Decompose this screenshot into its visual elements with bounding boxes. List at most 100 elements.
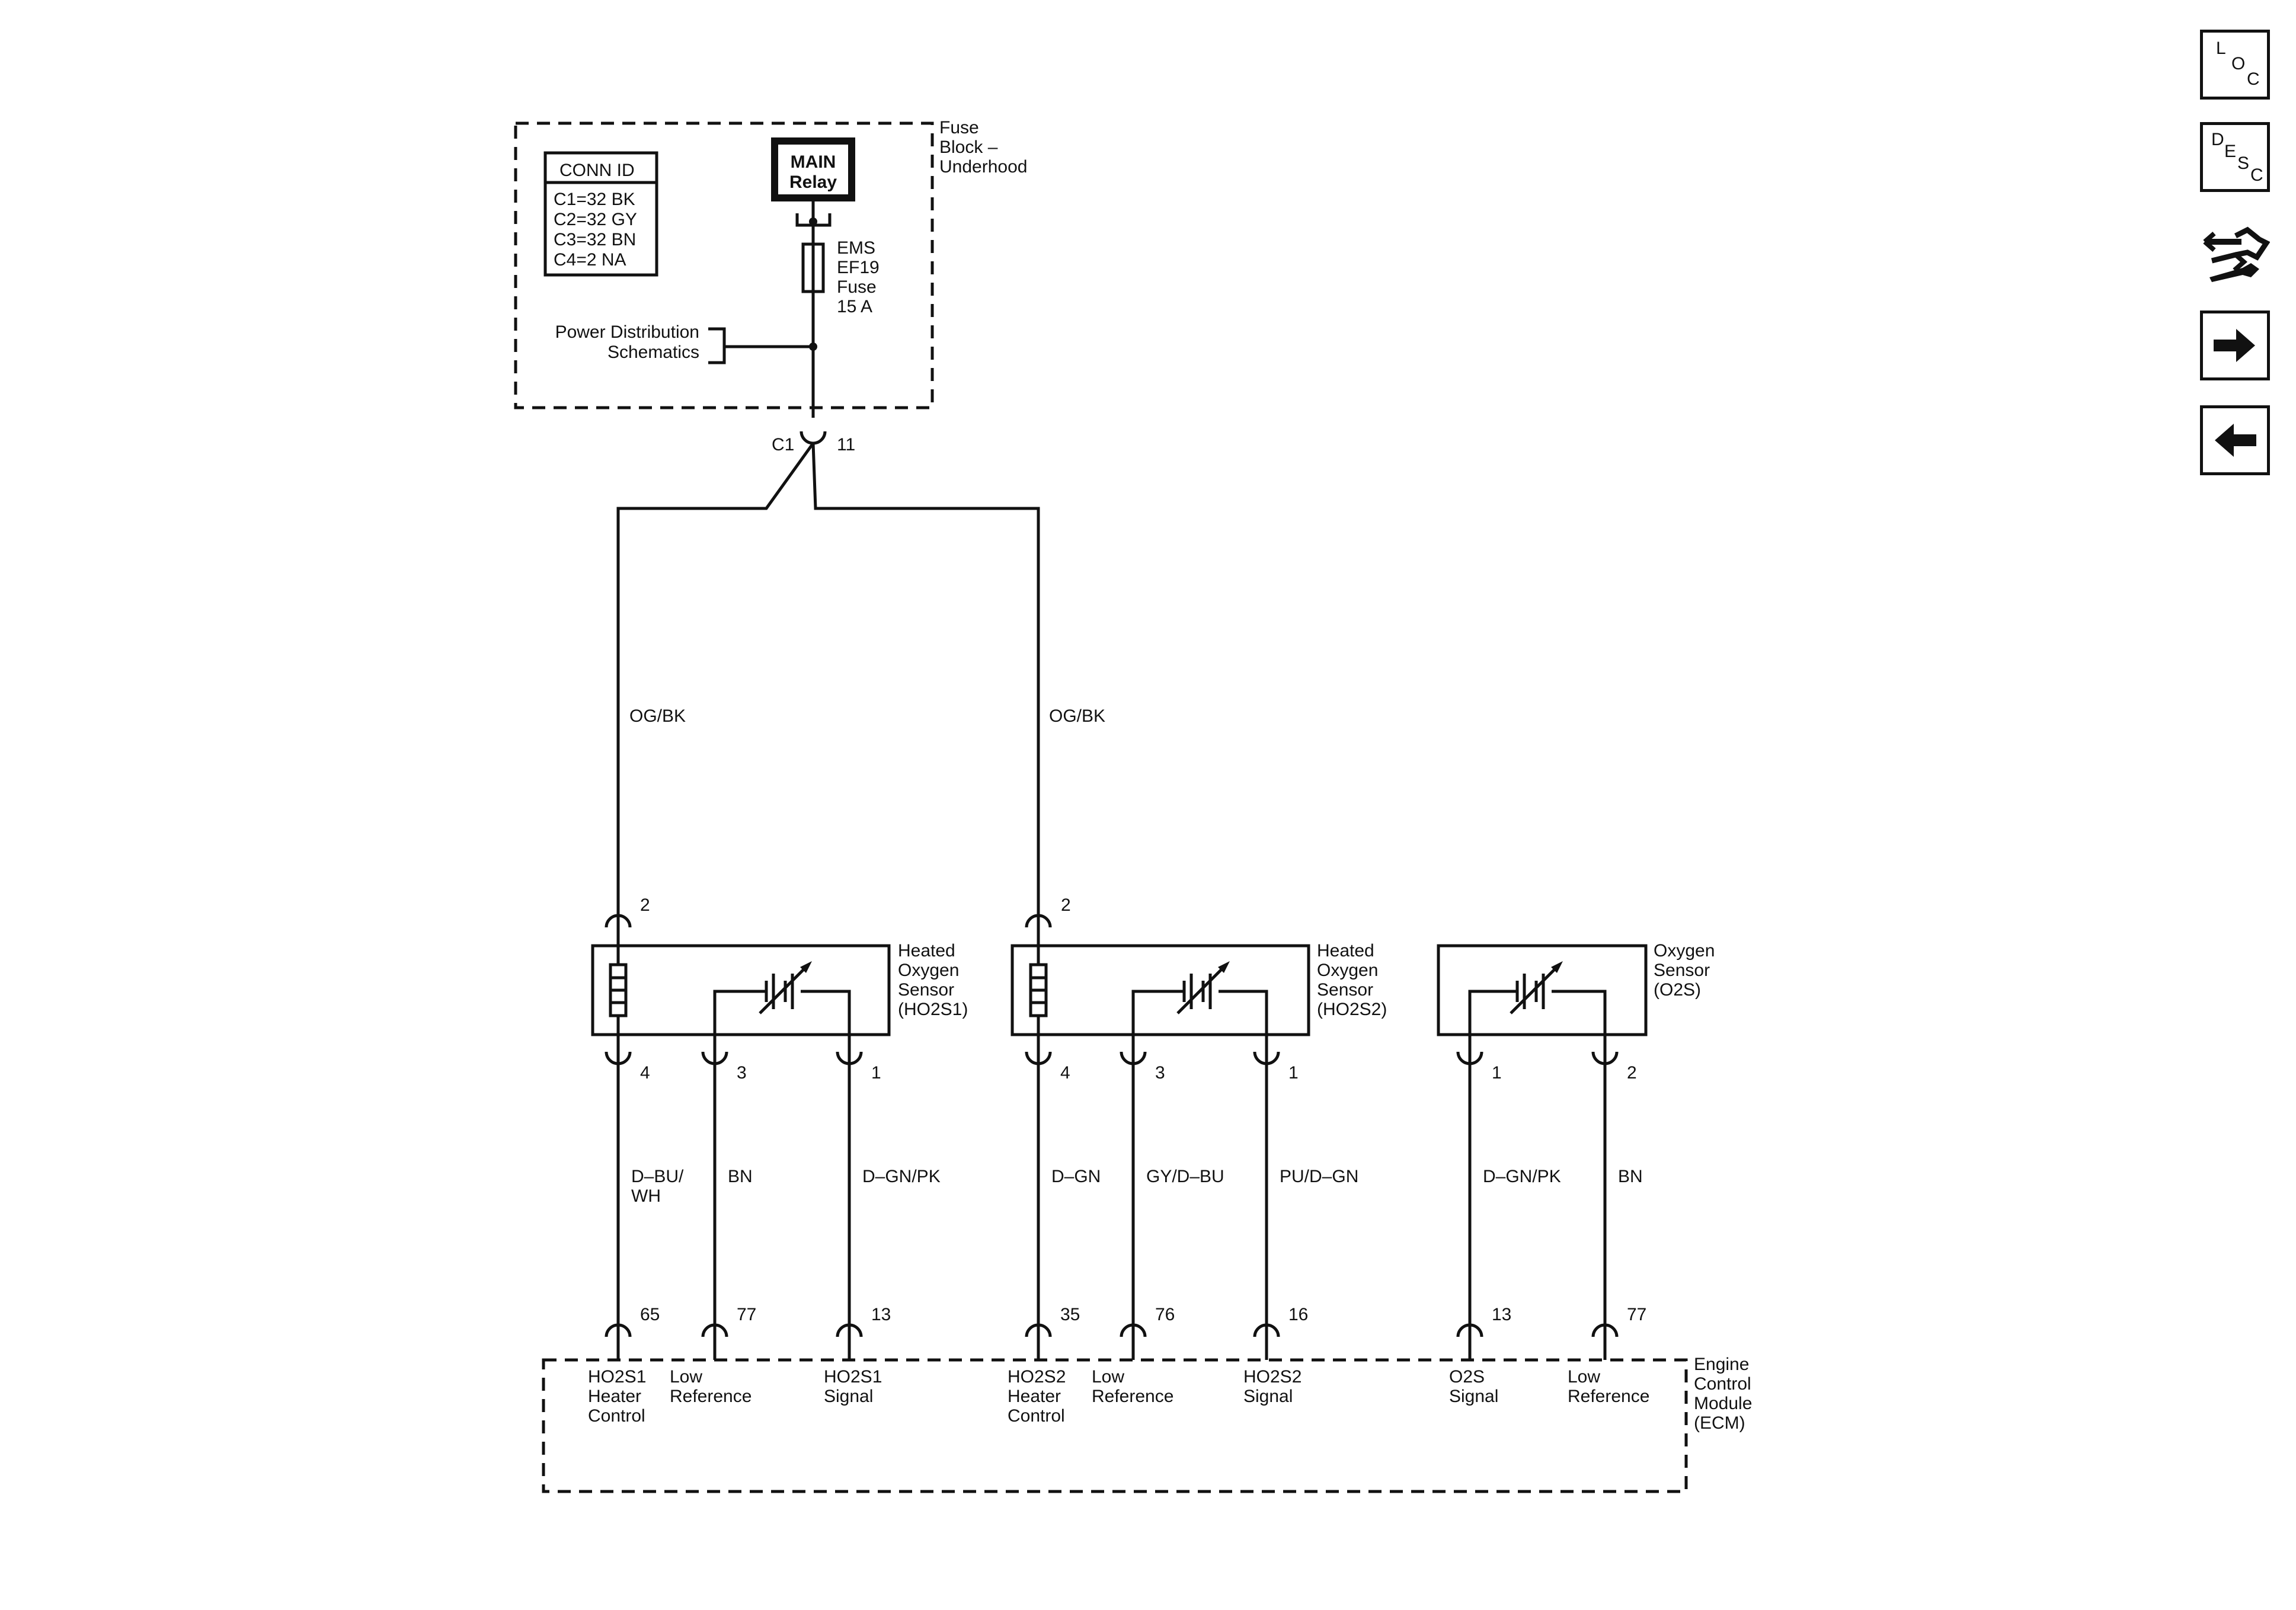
ecm-connector — [1456, 1323, 1483, 1337]
ecm-connector — [836, 1323, 863, 1337]
cell-wire — [1468, 990, 1517, 1035]
back-button[interactable] — [2200, 405, 2270, 475]
feed-wire-color: OG/BK — [1049, 706, 1105, 726]
wire-color: D–GN — [1051, 1167, 1101, 1186]
location-button[interactable]: L O C — [2200, 30, 2270, 100]
fuse-block-outline — [514, 121, 934, 409]
ecm-pin-label: Low — [1092, 1367, 1124, 1387]
sensor-top-pin: 2 — [1061, 895, 1071, 915]
conn-id-title: CONN ID — [559, 161, 635, 180]
sensor-connector — [1120, 1051, 1147, 1065]
ecm-label-4: (ECM) — [1694, 1413, 1745, 1433]
ecm-pin-label: Control — [588, 1406, 645, 1426]
cell-wire — [801, 990, 851, 1035]
ecm-pin-label: Reference — [1568, 1387, 1649, 1406]
variable-arrow-head — [1551, 961, 1563, 973]
ecm-pin-number: 35 — [1060, 1305, 1080, 1324]
fuse-label-3: Fuse — [837, 277, 877, 297]
ecm-pin-number: 65 — [640, 1305, 660, 1324]
sensor-body — [1011, 944, 1310, 1036]
ecm-label-3: Module — [1694, 1394, 1752, 1413]
wire-color: D–GN/PK — [862, 1167, 941, 1186]
next-button[interactable] — [2200, 311, 2270, 380]
c1-pin: 11 — [837, 435, 855, 454]
ecm-pin-number: 13 — [1492, 1305, 1511, 1324]
ecm-pin-label: Control — [1008, 1406, 1065, 1426]
ecm-pin-label: Heater — [588, 1387, 641, 1406]
sensor-pin-number: 4 — [1060, 1063, 1070, 1083]
cell-wire — [1219, 990, 1268, 1035]
ecm-outline — [542, 1358, 1688, 1493]
ecm-pin-label: Signal — [1243, 1387, 1293, 1406]
sensor-connector — [836, 1051, 863, 1065]
ecm-connector — [1120, 1323, 1147, 1337]
sensor-connector — [701, 1051, 728, 1065]
wire-color: BN — [728, 1167, 753, 1186]
conn-id-body-box — [543, 181, 658, 277]
main-relay: MAIN Relay — [771, 137, 855, 201]
c1-connector — [800, 431, 827, 445]
sensor-pin-number: 1 — [1492, 1063, 1502, 1083]
main-relay-label-1: MAIN — [791, 152, 836, 172]
cell-wire — [713, 990, 766, 1035]
variable-arrow-head — [800, 961, 812, 973]
ecm-pin-label: Heater — [1008, 1387, 1061, 1406]
ecm-pin-number: 77 — [737, 1305, 756, 1324]
loc-glyph: C — [2247, 69, 2260, 89]
power-dist-bracket — [708, 327, 726, 364]
variable-arrow — [759, 965, 808, 1014]
ecm-pin-label: O2S — [1449, 1367, 1485, 1387]
ecm-pin-label: Reference — [670, 1387, 752, 1406]
loc-glyph: O — [2231, 54, 2246, 73]
sensor-connector — [1025, 1051, 1052, 1065]
sensor-connector — [1456, 1051, 1483, 1065]
sensor-ho2s1: 2 Heated Oxygen Sensor (HO2S1) — [591, 895, 968, 1036]
sensor-pin-number: 1 — [871, 1063, 881, 1083]
sensor-top-pin: 2 — [640, 895, 650, 915]
fuse-block-label-3: Underhood — [939, 157, 1027, 177]
sensor-pin-number: 2 — [1627, 1063, 1637, 1083]
wrench-arrows-icon — [2203, 226, 2270, 282]
fuse-label-2: EF19 — [837, 258, 880, 277]
ecm-pin-number: 76 — [1155, 1305, 1175, 1324]
ecm-connector — [1025, 1323, 1052, 1337]
wire-color: GY/D–BU — [1146, 1167, 1224, 1186]
ecm-pin-label: HO2S1 — [588, 1367, 646, 1387]
sensor-o2s: Oxygen Sensor (O2S) — [1437, 941, 1715, 1036]
power-dist-label-2: Schematics — [607, 343, 699, 362]
ecm-connector — [1591, 1323, 1619, 1337]
desc-glyph: S — [2237, 153, 2250, 173]
sensor-body — [591, 944, 891, 1036]
sensor-label-3: Sensor — [1317, 980, 1373, 1000]
sensor-pin-number: 3 — [1155, 1063, 1165, 1083]
sensor-label-2: Oxygen — [1317, 961, 1378, 980]
sensor-label-1: Heated — [1317, 941, 1374, 961]
arrow-left-icon — [2215, 424, 2256, 457]
ecm-connector — [1253, 1323, 1280, 1337]
ecm-pin-label: Signal — [1449, 1387, 1498, 1406]
service-tools-button[interactable] — [2200, 219, 2270, 289]
wire-color: WH — [631, 1186, 661, 1206]
sensor-connector — [605, 1051, 632, 1065]
sensor-label-1: Heated — [898, 941, 955, 961]
feed-wire-ho2s1 — [616, 442, 815, 916]
desc-glyph: D — [2211, 130, 2224, 149]
ecm-connector — [605, 1323, 632, 1337]
circuits: 4D–BU/WH65HO2S1HeaterControl3BN77LowRefe… — [588, 1035, 1649, 1426]
relay-splice — [809, 217, 817, 226]
desc-glyph: C — [2250, 165, 2263, 185]
power-dist-splice — [809, 343, 817, 351]
ecm-pin-label: Low — [670, 1367, 702, 1387]
fuse-block-label-2: Block – — [939, 137, 998, 157]
conn-id-row: C2=32 GY — [554, 210, 637, 229]
conn-id-row: C3=32 BN — [554, 230, 636, 249]
ecm-pin-number: 13 — [871, 1305, 891, 1324]
ecm-pin-label: Low — [1568, 1367, 1600, 1387]
wire-color: BN — [1618, 1167, 1643, 1186]
wire-color: PU/D–GN — [1280, 1167, 1358, 1186]
sensor-ho2s2: 2 Heated Oxygen Sensor (HO2S2) — [1011, 895, 1387, 1036]
description-button[interactable]: D E S C — [2200, 122, 2270, 192]
ecm-connector — [701, 1323, 728, 1337]
sensor-label-3: (O2S) — [1654, 980, 1701, 1000]
variable-arrow — [1176, 965, 1226, 1014]
